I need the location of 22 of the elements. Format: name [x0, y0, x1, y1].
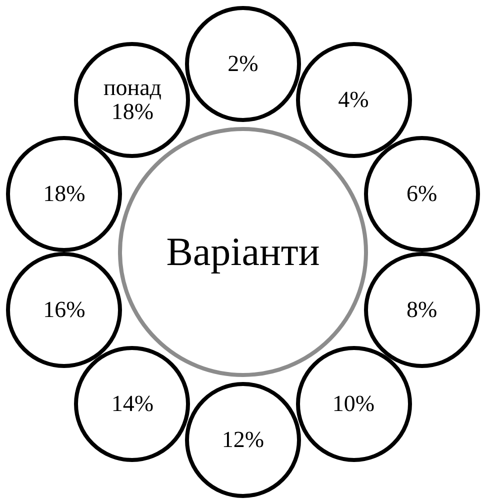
center-circle: [118, 127, 368, 377]
center-label: Варіанти: [166, 231, 320, 273]
option-circle: [185, 6, 301, 122]
percentage-label: 4%: [338, 88, 369, 112]
option-circle: [296, 42, 412, 158]
percentage-label: 10%: [332, 392, 375, 416]
option-circle: [74, 346, 190, 462]
option-circle: [364, 136, 480, 252]
percentage-label: 2%: [228, 52, 258, 76]
option-circle: [74, 42, 190, 158]
percentage-label: 16%: [43, 298, 86, 322]
option-circle: [6, 252, 122, 368]
percentage-label: 18%: [43, 182, 86, 206]
option-circle: [364, 252, 480, 368]
percentage-label: 12%: [222, 428, 264, 452]
percentage-label: 14%: [111, 392, 154, 416]
option-circle: [296, 346, 412, 462]
percentage-label: понад 18%: [102, 76, 162, 124]
option-circle: [6, 136, 122, 252]
percentage-label: 6%: [406, 182, 438, 206]
option-circle: [185, 382, 301, 498]
percentage-label: 8%: [406, 298, 438, 322]
